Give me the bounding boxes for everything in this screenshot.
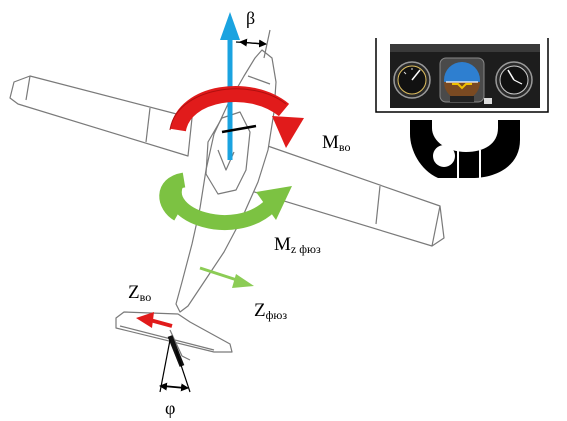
force-vertical-tail-arrow (136, 312, 173, 328)
force-vertical-tail-label: Zво (128, 282, 151, 304)
control-yoke-icon (410, 120, 520, 178)
phi-label: φ (165, 398, 175, 418)
moment-vertical-tail-arrow (169, 85, 304, 148)
moment-fuselage-label: Mz фюз (274, 234, 321, 256)
instrument-panel-inset (375, 38, 549, 113)
attitude-indicator-icon (439, 57, 485, 103)
airplane-outline (9, 29, 445, 361)
moment-fuselage-arrow (159, 172, 292, 230)
force-fuselage-arrow (199, 266, 254, 288)
beta-angle-indicator (235, 38, 267, 48)
yaw-axis-mark (221, 124, 257, 134)
phi-angle-indicator (159, 339, 191, 393)
altimeter-icon (495, 61, 533, 99)
airspeed-indicator-icon (393, 61, 431, 99)
beta-label: β (246, 8, 255, 28)
fuselage (175, 49, 277, 313)
left-wing (9, 75, 193, 157)
force-fuselage-label: Zфюз (254, 300, 287, 322)
moment-vertical-tail-label: Mво (322, 132, 351, 154)
